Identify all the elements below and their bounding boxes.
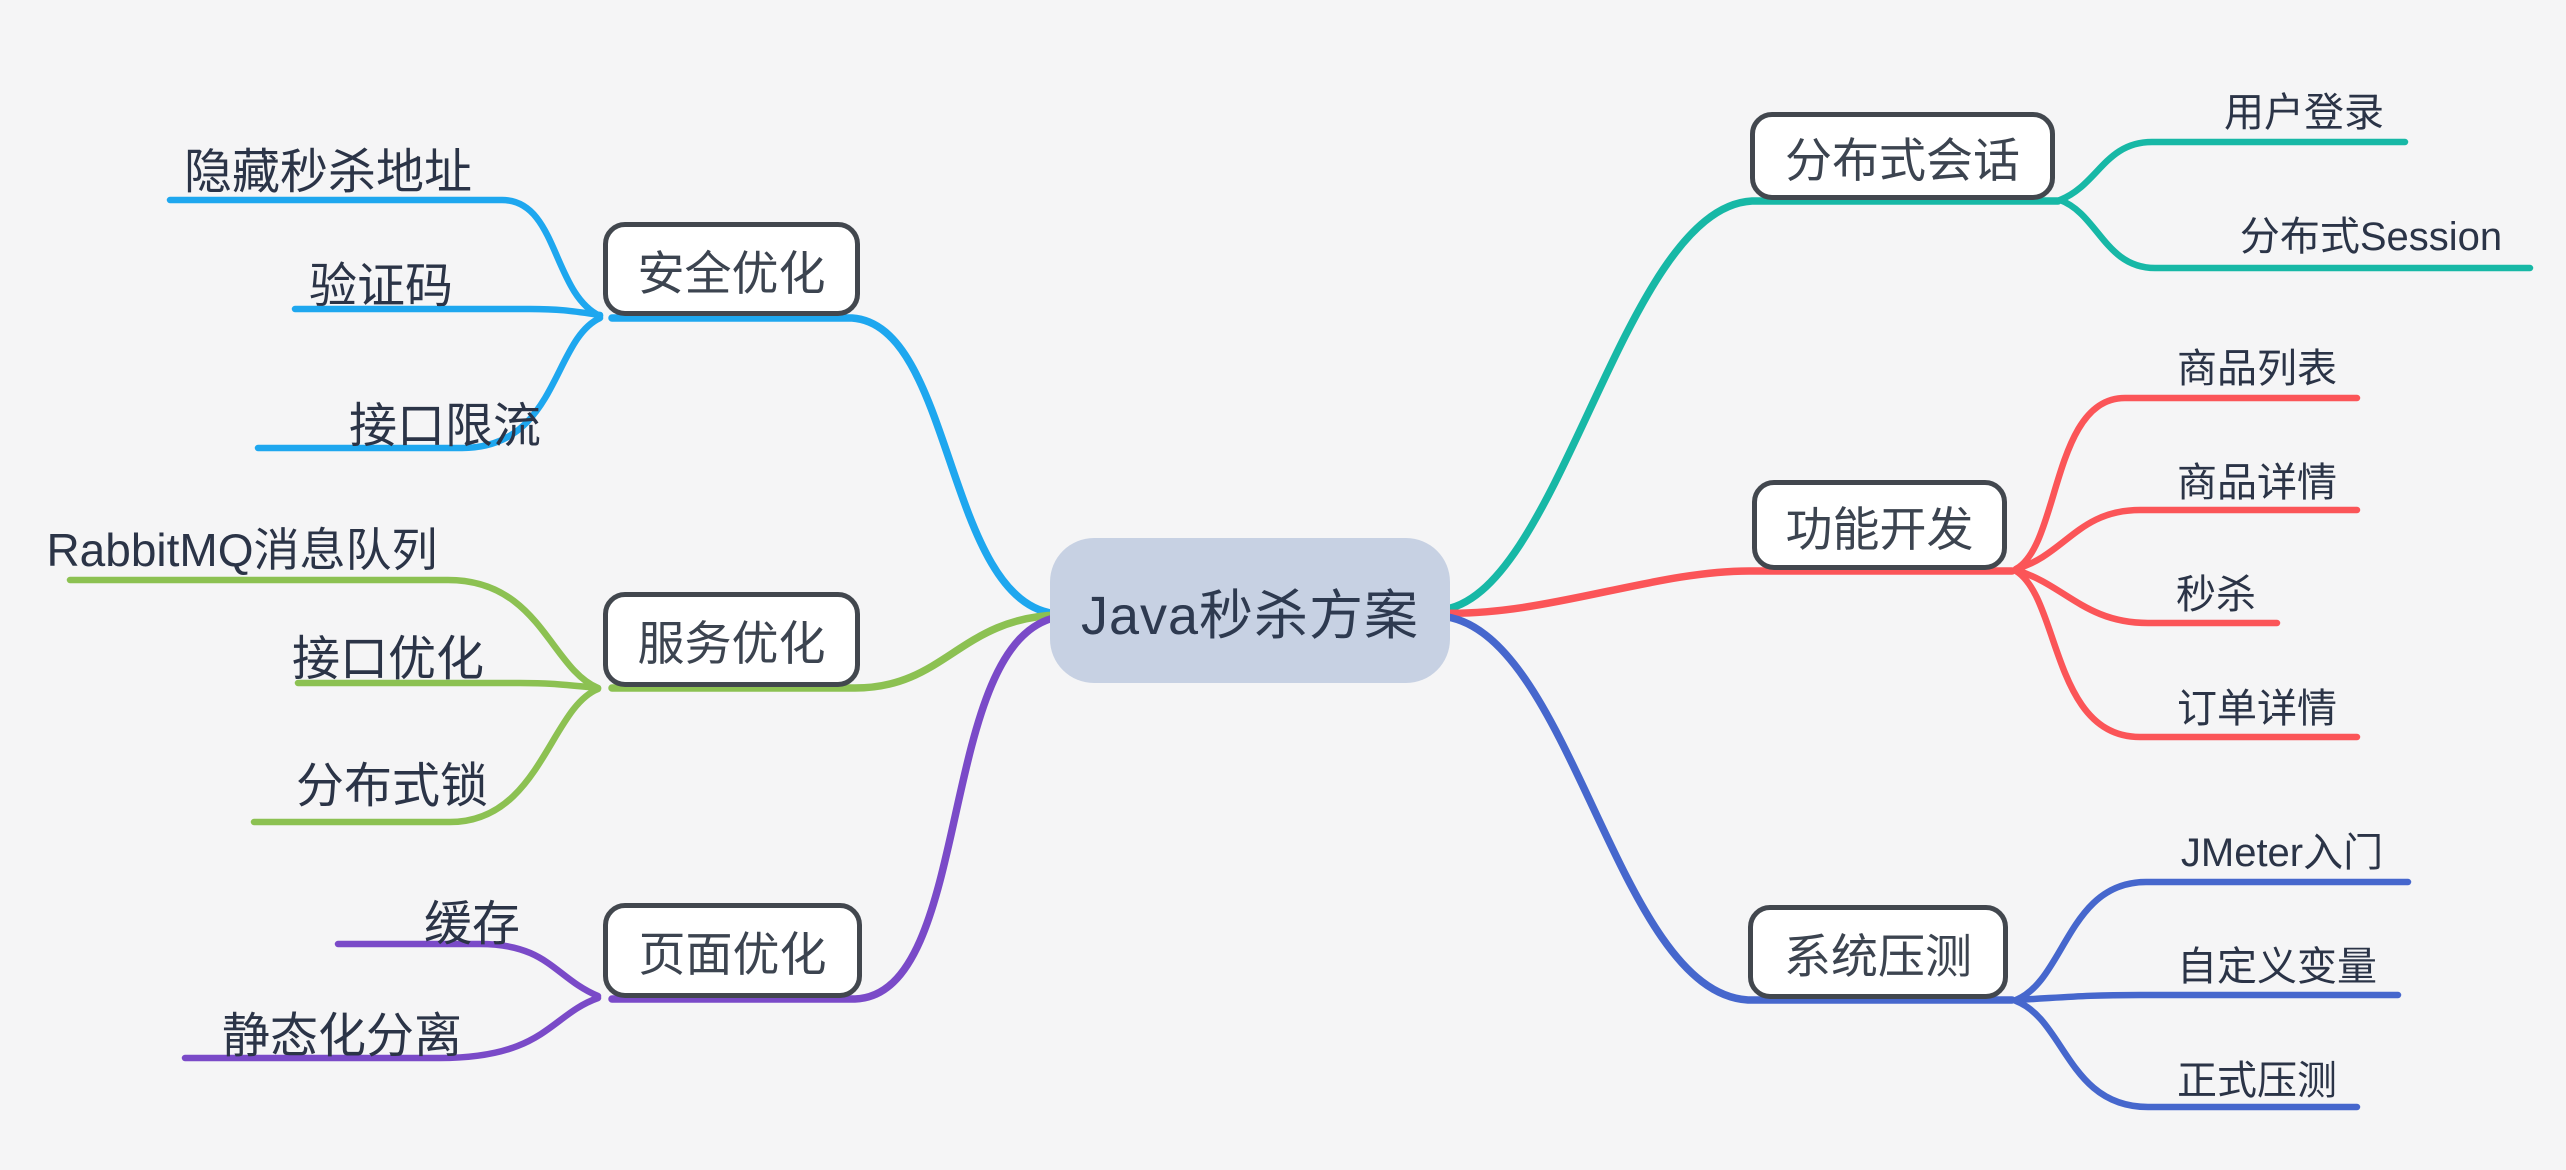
topic-system-stress-test[interactable]: 系统压测 [1748, 905, 2008, 999]
topic-distributed-session[interactable]: 分布式会话 [1750, 112, 2055, 200]
topic-page-optimization[interactable]: 页面优化 [603, 903, 862, 998]
topic-label: 系统压测 [1784, 929, 1972, 983]
leaf-hide-seckill-url[interactable]: 隐藏秒杀地址 [183, 146, 472, 199]
leaf-rabbitmq-queue[interactable]: RabbitMQ消息队列 [46, 524, 438, 576]
branch-child-curve-goods-list [2012, 394, 2361, 573]
branch-child-curve-api-optimization [294, 679, 602, 692]
topic-label: 功能开发 [1785, 502, 1974, 556]
topic-label: 分布式会话 [1785, 133, 2020, 187]
leaf-distributed-lock[interactable]: 分布式锁 [295, 760, 488, 813]
branch-child-curve-distributed-session [2056, 196, 2534, 272]
branch-child-curve-formal-stress [2012, 997, 2361, 1111]
leaf-cache[interactable]: 缓存 [423, 898, 520, 951]
leaf-order-detail[interactable]: 订单详情 [2177, 687, 2337, 731]
topic-label: 页面优化 [638, 928, 827, 981]
branch-main-curve-security [608, 314, 1062, 618]
topic-feature-development[interactable]: 功能开发 [1752, 480, 2007, 570]
branch-service-connectors [66, 576, 1062, 826]
branch-main-curve-feature [1436, 567, 2016, 617]
leaf-formal-stress-test[interactable]: 正式压测 [2177, 1059, 2337, 1103]
topic-label: 服务优化 [637, 617, 826, 670]
branch-feature-connectors [1436, 394, 2361, 741]
leaf-goods-list[interactable]: 商品列表 [2177, 347, 2337, 391]
branch-child-curve-seckill [2012, 566, 2281, 627]
leaf-static-separation[interactable]: 静态化分离 [221, 1010, 462, 1063]
root-topic-label: Java秒杀方案 [1080, 586, 1420, 646]
branch-child-curve-rate-limit [254, 314, 604, 452]
branch-child-curve-cache [334, 940, 602, 1000]
branch-main-curve-stress [1436, 612, 2016, 1004]
leaf-jmeter-intro[interactable]: JMeter入门 [2180, 831, 2384, 875]
branch-stress-connectors [1436, 612, 2412, 1111]
topic-service-optimization[interactable]: 服务优化 [603, 592, 860, 687]
leaf-custom-variable[interactable]: 自定义变量 [2177, 945, 2377, 989]
branch-child-curve-jmeter [2012, 878, 2412, 1004]
leaf-goods-detail[interactable]: 商品详情 [2177, 461, 2337, 505]
branch-child-curve-static-separation [181, 994, 602, 1062]
branch-child-curve-captcha [291, 305, 604, 319]
branch-main-curve-page [608, 613, 1062, 1003]
branch-child-curve-order-detail [2012, 567, 2361, 741]
branch-child-curve-user-login [2056, 138, 2409, 204]
branch-main-curve-service [608, 611, 1062, 692]
topic-security-optimization[interactable]: 安全优化 [603, 222, 860, 316]
leaf-api-rate-limit[interactable]: 接口限流 [348, 400, 541, 453]
leaf-distributed-session[interactable]: 分布式Session [2239, 215, 2503, 259]
leaf-user-login[interactable]: 用户登录 [2224, 91, 2384, 135]
leaf-api-optimization[interactable]: 接口优化 [291, 633, 484, 686]
branch-child-curve-goods-detail [2012, 506, 2361, 573]
branch-child-curve-hide-url [166, 196, 604, 320]
leaf-seckill[interactable]: 秒杀 [2176, 573, 2256, 617]
topic-label: 安全优化 [637, 246, 826, 300]
leaf-captcha[interactable]: 验证码 [308, 260, 453, 313]
branch-page-connectors [181, 613, 1062, 1062]
branch-child-curve-distributed-lock [250, 685, 602, 826]
branch-session-connectors [1436, 138, 2534, 614]
branch-child-curve-custom-variable [2012, 991, 2402, 1004]
root-topic[interactable]: Java秒杀方案 [1050, 538, 1450, 683]
branch-child-curve-rabbitmq [66, 576, 602, 692]
branch-security-connectors [166, 196, 1062, 618]
branch-main-curve-session [1436, 197, 2062, 614]
